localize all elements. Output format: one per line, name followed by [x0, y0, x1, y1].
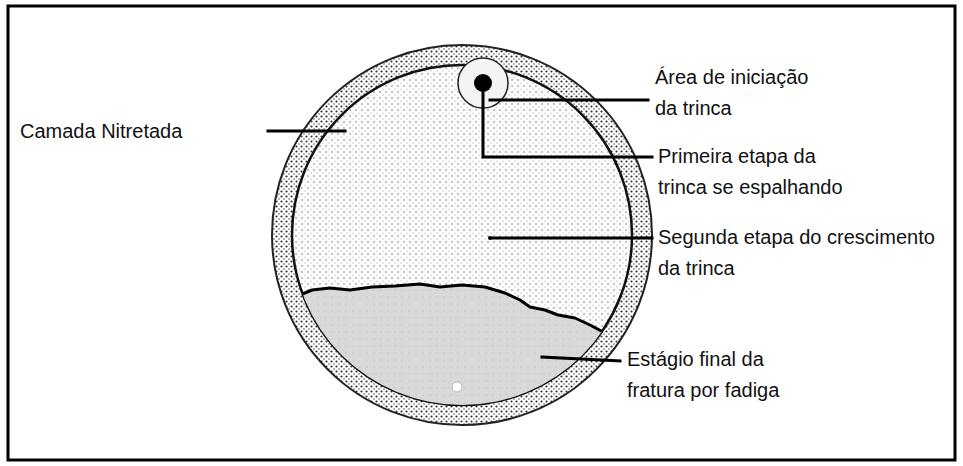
initiation-point — [474, 74, 492, 92]
spot — [452, 382, 462, 392]
leader-line — [492, 237, 652, 240]
leader-line — [483, 92, 652, 157]
leader-line — [542, 357, 620, 361]
leader-line — [268, 130, 345, 133]
callout-label: Camada Nitretada — [20, 116, 265, 147]
callout-label: Estágio final da fratura por fadiga — [627, 344, 827, 406]
nitrided-layer — [272, 45, 652, 425]
callout-label: Segunda etapa do crescimento da trinca — [658, 222, 946, 284]
leader-dot — [488, 236, 492, 240]
callout-label: Área de iniciação da trinca — [655, 62, 833, 124]
callout-label: Primeira etapa da trinca se espalhando — [658, 141, 868, 203]
final-fracture-zone — [280, 284, 640, 420]
frame-border — [8, 6, 955, 460]
leader-line — [490, 99, 648, 102]
